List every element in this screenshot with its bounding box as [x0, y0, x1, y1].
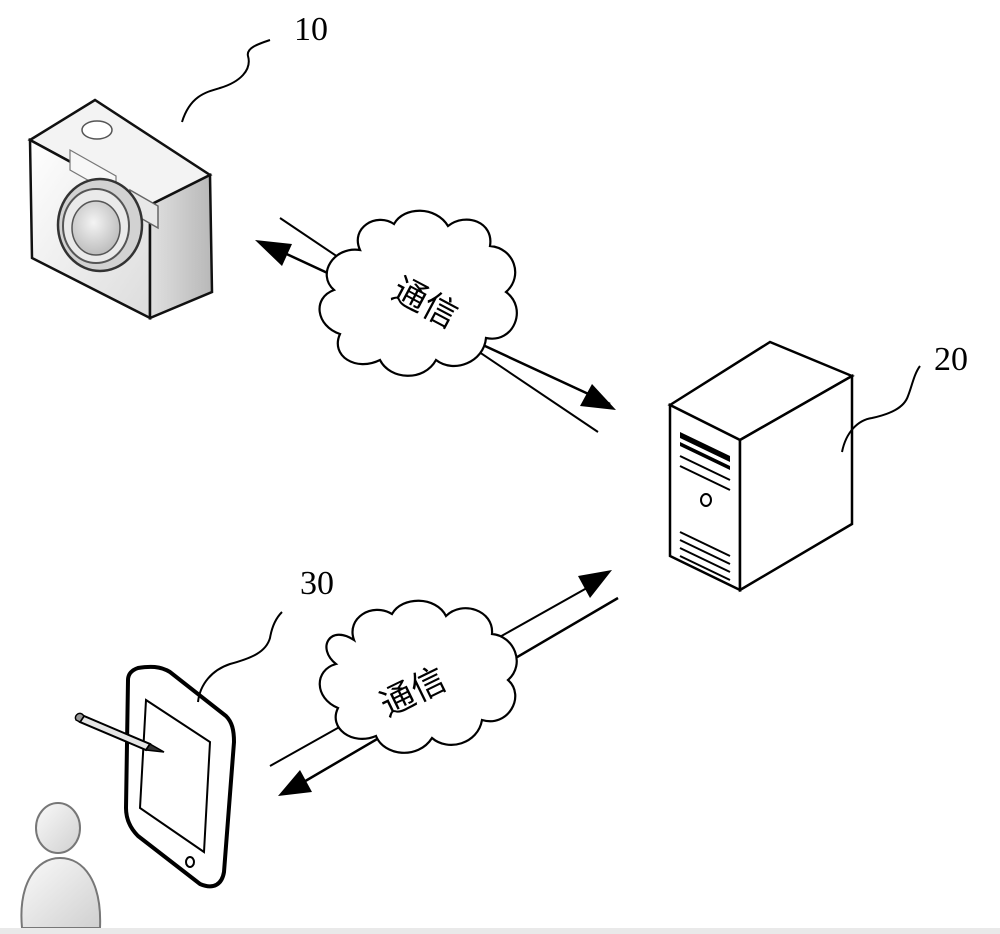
bottom-divider: [0, 928, 1000, 934]
camera-icon: [27, 98, 214, 321]
user-icon: [20, 802, 102, 929]
arrow-to-server-icon: [580, 384, 616, 410]
server-leader-line: [841, 365, 921, 453]
camera-ref-label: 10: [294, 11, 328, 48]
bottom-cloud-icon: [318, 599, 518, 754]
bottom-link: 通信: [269, 570, 619, 796]
server-ref-label: 20: [934, 341, 968, 378]
arrow-to-server-bottom-icon: [578, 570, 612, 598]
arrow-to-camera-icon: [255, 240, 292, 266]
arrow-to-tablet-icon: [278, 770, 312, 796]
camera-leader-line: [181, 39, 271, 123]
tablet-icon: [123, 664, 237, 889]
top-cloud-icon: [318, 209, 518, 377]
tablet-ref-label: 30: [300, 565, 334, 602]
stylus-icon: [74, 712, 165, 753]
tablet-leader-line: [197, 611, 283, 703]
top-link: 通信: [255, 209, 616, 433]
server-icon: [667, 340, 855, 593]
